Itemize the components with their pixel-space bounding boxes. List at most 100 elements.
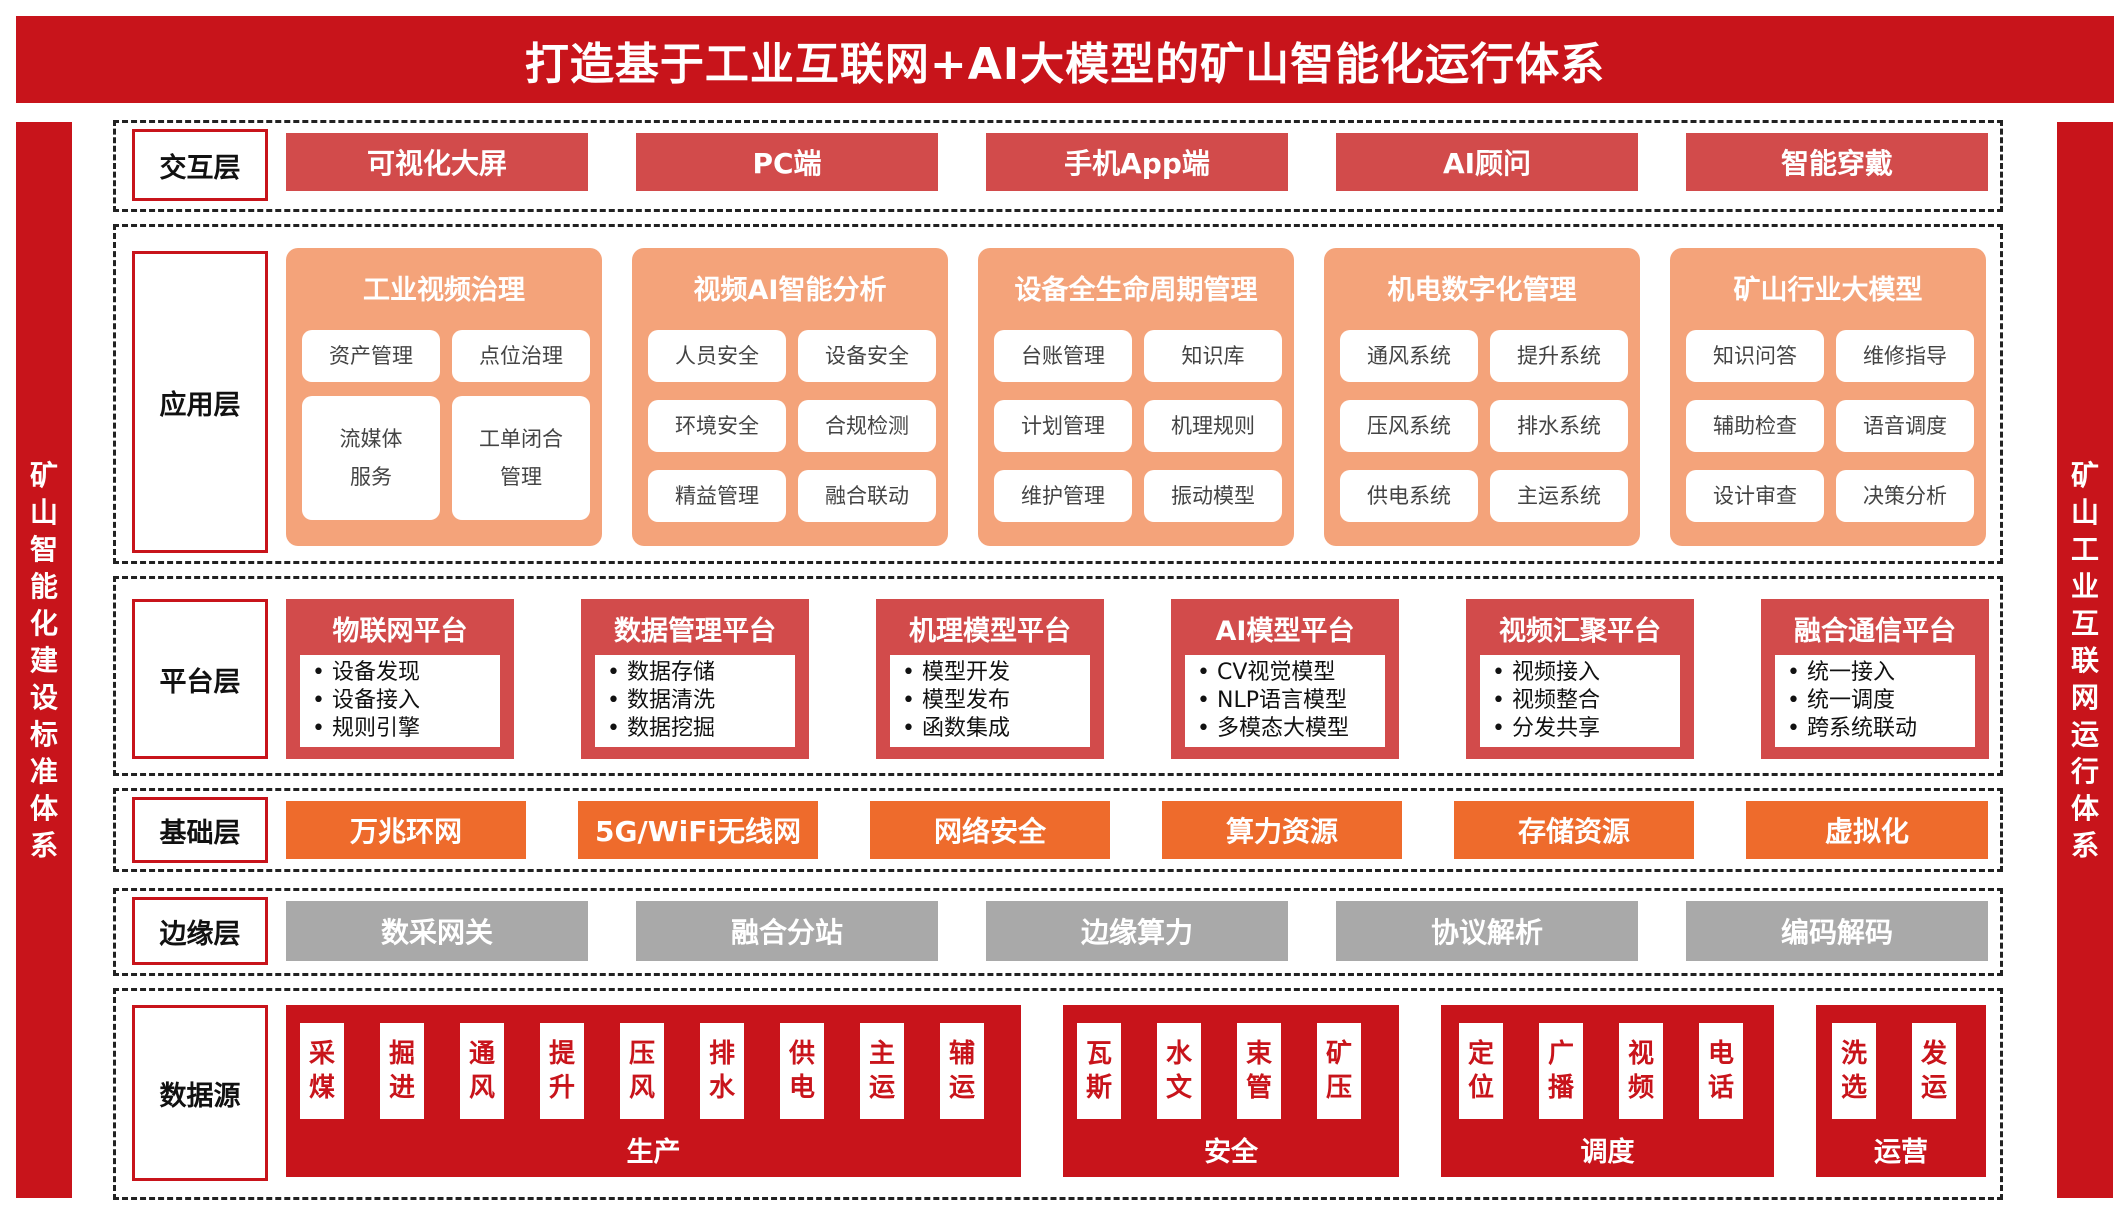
datasource-tile-char: 运 <box>948 1073 975 1103</box>
platform-item: 统一调度 <box>1787 687 1975 715</box>
platform-item: 统一接入 <box>1787 659 1975 687</box>
page-title: 打造基于工业互联网+AI大模型的矿山智能化运行体系 <box>16 16 2114 103</box>
platform-item: 函数集成 <box>902 715 1090 743</box>
app-item: 排水系统 <box>1490 400 1628 452</box>
app-item: 语音调度 <box>1836 400 1974 452</box>
foundation-item: 万兆环网 <box>286 801 526 859</box>
datasource-tile: 辅运 <box>940 1023 984 1119</box>
edge-item: 数采网关 <box>286 901 588 961</box>
app-item: 知识库 <box>1144 330 1282 382</box>
app-item: 合规检测 <box>798 400 936 452</box>
app-item: 主运系统 <box>1490 470 1628 522</box>
app-item: 融合联动 <box>798 470 936 522</box>
app-item: 设备安全 <box>798 330 936 382</box>
datasource-tile-char: 管 <box>1245 1073 1272 1103</box>
platform-card-title: 数据管理平台 <box>614 616 776 647</box>
platform-item: CV视觉模型 <box>1197 659 1385 687</box>
datasource-tile: 矿压 <box>1317 1023 1361 1119</box>
datasource-group: 调度 定位广播视频电话 <box>1441 1005 1774 1177</box>
layer-label-interaction: 交互层 <box>132 129 268 201</box>
side-label-char: 准 <box>29 754 58 788</box>
foundation-item: 5G/WiFi无线网 <box>578 801 818 859</box>
side-label-char: 矿 <box>29 458 58 492</box>
side-label-right: 矿山工业互联网运行体系 <box>2057 122 2113 1198</box>
datasource-tile-char: 升 <box>548 1073 575 1103</box>
datasource-tile: 束管 <box>1237 1023 1281 1119</box>
datasource-tile-char: 供 <box>788 1039 815 1069</box>
datasource-tile-char: 通 <box>468 1039 495 1069</box>
app-item: 环境安全 <box>648 400 786 452</box>
platform-card: 机理模型平台 模型开发 模型发布 函数集成 <box>876 599 1104 759</box>
datasource-tile-char: 进 <box>388 1073 415 1103</box>
datasource-tile-char: 压 <box>1325 1073 1352 1103</box>
layer-application: 应用层 工业视频治理 资产管理 点位治理 流媒体 服务 工单闭合 管理 视频AI… <box>113 224 2003 564</box>
side-label-char: 体 <box>29 791 58 825</box>
platform-item: 数据清洗 <box>607 687 795 715</box>
datasource-tile: 瓦斯 <box>1077 1023 1121 1119</box>
app-card: 矿山行业大模型 知识问答 维修指导 辅助检查 语音调度 设计审查 决策分析 <box>1670 248 1986 546</box>
datasource-tile: 排水 <box>700 1023 744 1119</box>
app-item: 通风系统 <box>1340 330 1478 382</box>
app-item: 计划管理 <box>994 400 1132 452</box>
datasource-tile-char: 风 <box>468 1073 495 1103</box>
datasource-tile-char: 掘 <box>388 1039 415 1069</box>
interaction-item: 手机App端 <box>986 133 1288 191</box>
app-card-title: 矿山行业大模型 <box>1733 275 1923 306</box>
platform-item: 数据存储 <box>607 659 795 687</box>
platform-item: 设备接入 <box>312 687 500 715</box>
datasource-tile-char: 电 <box>788 1073 815 1103</box>
datasource-tile-char: 文 <box>1165 1073 1192 1103</box>
app-item: 流媒体 服务 <box>302 396 440 520</box>
datasource-tile-char: 风 <box>628 1073 655 1103</box>
app-item: 振动模型 <box>1144 470 1282 522</box>
edge-item: 边缘算力 <box>986 901 1288 961</box>
datasource-tile-char: 矿 <box>1325 1039 1352 1069</box>
edge-item: 编码解码 <box>1686 901 1988 961</box>
platform-card-title: 物联网平台 <box>332 616 468 647</box>
datasource-tile-char: 束 <box>1245 1039 1272 1069</box>
side-label-char: 化 <box>29 606 58 640</box>
edge-item: 融合分站 <box>636 901 938 961</box>
app-item: 维护管理 <box>994 470 1132 522</box>
side-label-char: 网 <box>2070 680 2099 714</box>
app-card: 机电数字化管理 通风系统 提升系统 压风系统 排水系统 供电系统 主运系统 <box>1324 248 1640 546</box>
datasource-tile: 提升 <box>540 1023 584 1119</box>
datasource-tile: 发运 <box>1912 1023 1956 1119</box>
layer-edge: 边缘层 数采网关 融合分站 边缘算力 协议解析 编码解码 <box>113 888 2003 976</box>
datasource-tile-char: 选 <box>1840 1073 1867 1103</box>
app-card: 视频AI智能分析 人员安全 设备安全 环境安全 合规检测 精益管理 融合联动 <box>632 248 948 546</box>
app-card-title: 机电数字化管理 <box>1387 275 1577 306</box>
platform-card-title: 融合通信平台 <box>1794 616 1956 647</box>
side-label-char: 能 <box>29 569 58 603</box>
platform-card: 融合通信平台 统一接入 统一调度 跨系统联动 <box>1761 599 1989 759</box>
datasource-group: 运营 洗选发运 <box>1816 1005 1986 1177</box>
datasource-tile-char: 频 <box>1627 1073 1654 1103</box>
platform-card: 物联网平台 设备发现 设备接入 规则引擎 <box>286 599 514 759</box>
side-label-char: 体 <box>2070 791 2099 825</box>
platform-item: 数据挖掘 <box>607 715 795 743</box>
platform-item: 分发共享 <box>1492 715 1680 743</box>
layer-foundation: 基础层 万兆环网 5G/WiFi无线网 网络安全 算力资源 存储资源 虚拟化 <box>113 788 2003 872</box>
datasource-tile-char: 压 <box>628 1039 655 1069</box>
datasource-tile: 广播 <box>1539 1023 1583 1119</box>
datasource-tile-char: 视 <box>1627 1039 1654 1069</box>
side-label-char: 矿 <box>2070 458 2099 492</box>
platform-item: 视频整合 <box>1492 687 1680 715</box>
app-card-title: 设备全生命周期管理 <box>1014 275 1258 306</box>
datasource-tile: 掘进 <box>380 1023 424 1119</box>
platform-item: 跨系统联动 <box>1787 715 1975 743</box>
side-label-char: 业 <box>2070 569 2099 603</box>
datasource-group: 安全 瓦斯水文束管矿压 <box>1063 1005 1399 1177</box>
app-card: 设备全生命周期管理 台账管理 知识库 计划管理 机理规则 维护管理 振动模型 <box>978 248 1294 546</box>
app-item: 台账管理 <box>994 330 1132 382</box>
app-item: 供电系统 <box>1340 470 1478 522</box>
datasource-tile-char: 水 <box>1165 1039 1192 1069</box>
datasource-tile: 定位 <box>1459 1023 1503 1119</box>
datasource-tile-char: 运 <box>868 1073 895 1103</box>
platform-item: 模型发布 <box>902 687 1090 715</box>
app-item: 知识问答 <box>1686 330 1824 382</box>
foundation-item: 存储资源 <box>1454 801 1694 859</box>
layer-label-foundation: 基础层 <box>132 797 268 863</box>
datasource-group-label: 生产 <box>626 1137 681 1168</box>
side-label-char: 运 <box>2070 717 2099 751</box>
